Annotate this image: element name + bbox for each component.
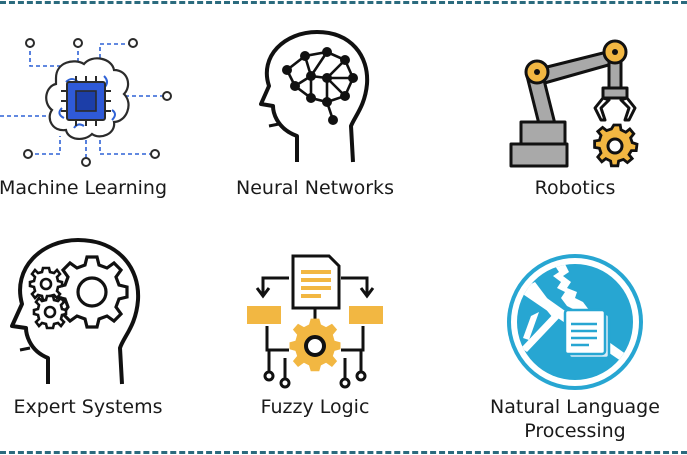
expert-systems-label: Expert Systems (13, 396, 163, 418)
neural-networks-label: Neural Networks (236, 177, 394, 199)
robotic-arm-icon (505, 32, 645, 172)
pickaxe-document-icon (505, 252, 645, 392)
machine-learning-label: Machine Learning (0, 177, 168, 199)
nlp-label-line1: Natural Language (490, 396, 660, 418)
robotics-label: Robotics (534, 177, 616, 199)
neural-head-icon (255, 26, 375, 166)
gear-head-icon (8, 232, 158, 392)
chip-brain-icon (0, 36, 180, 168)
top-dashed-border (0, 1, 687, 4)
nlp-label-line2: Processing (524, 420, 626, 442)
document-flow-icon (245, 250, 385, 390)
fuzzy-logic-label: Fuzzy Logic (260, 396, 370, 418)
bottom-dashed-border (0, 451, 687, 454)
